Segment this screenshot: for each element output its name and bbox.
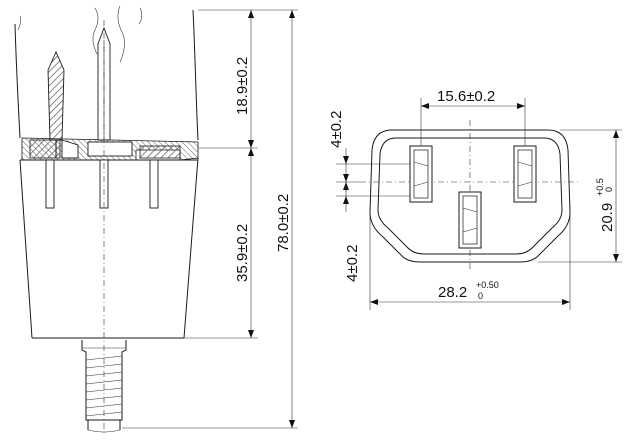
- dim-side-top: 18.9±0.2: [234, 10, 254, 148]
- dim-front-width: 28.2 +0.50 0: [369, 212, 571, 310]
- dim-side-total-label: 78.0±0.2: [275, 194, 292, 252]
- top-housing-right-edge: [192, 9, 199, 141]
- front-inner-outline: [377, 137, 563, 255]
- dim-front-height-label: 20.9: [599, 203, 616, 232]
- side-view: 18.9±0.2 35.9±0.2 78.0±0.2: [14, 5, 298, 436]
- dim-side-top-label: 18.9±0.2: [234, 57, 251, 115]
- dim-front-width-sub: 0: [478, 291, 483, 301]
- socket-slot-left: [409, 145, 433, 203]
- dim-front-width-sup: +0.50: [476, 280, 499, 290]
- pin-tail-right: [149, 159, 159, 209]
- dim-pin-spacing-label: 15.6±0.2: [437, 88, 495, 105]
- socket-slot-right: [513, 145, 537, 203]
- dim-front-height: 20.9 +0.5 0: [538, 129, 622, 263]
- pin-tail-left: [45, 159, 55, 209]
- side-pin-center: [87, 26, 133, 157]
- lower-body: [19, 157, 199, 339]
- socket-slot-earth: [458, 191, 482, 249]
- top-housing-left-edge: [14, 23, 21, 139]
- dim-front-height-sub: 0: [604, 187, 614, 192]
- dim-side-body-label: 35.9±0.2: [234, 224, 251, 282]
- dim-bottom-offset: 4±0.2: [336, 174, 410, 282]
- dim-pin-spacing: 15.6±0.2: [420, 88, 526, 146]
- dim-top-offset-label: 4±0.2: [328, 111, 345, 148]
- dim-front-width-label: 28.2: [438, 284, 467, 301]
- dim-side-body: 35.9±0.2: [234, 148, 254, 338]
- dim-top-offset: 4±0.2: [328, 111, 410, 192]
- dim-side-total: 78.0±0.2: [275, 10, 295, 428]
- cable-strain-relief: [81, 340, 127, 433]
- front-view: 15.6±0.2 4±0.2 4±0.2 28.2 +0.50 0: [328, 88, 622, 310]
- dim-bottom-offset-label: 4±0.2: [344, 245, 361, 282]
- dim-front-height-sup: +0.5: [595, 178, 605, 196]
- side-pin-left: [47, 50, 79, 159]
